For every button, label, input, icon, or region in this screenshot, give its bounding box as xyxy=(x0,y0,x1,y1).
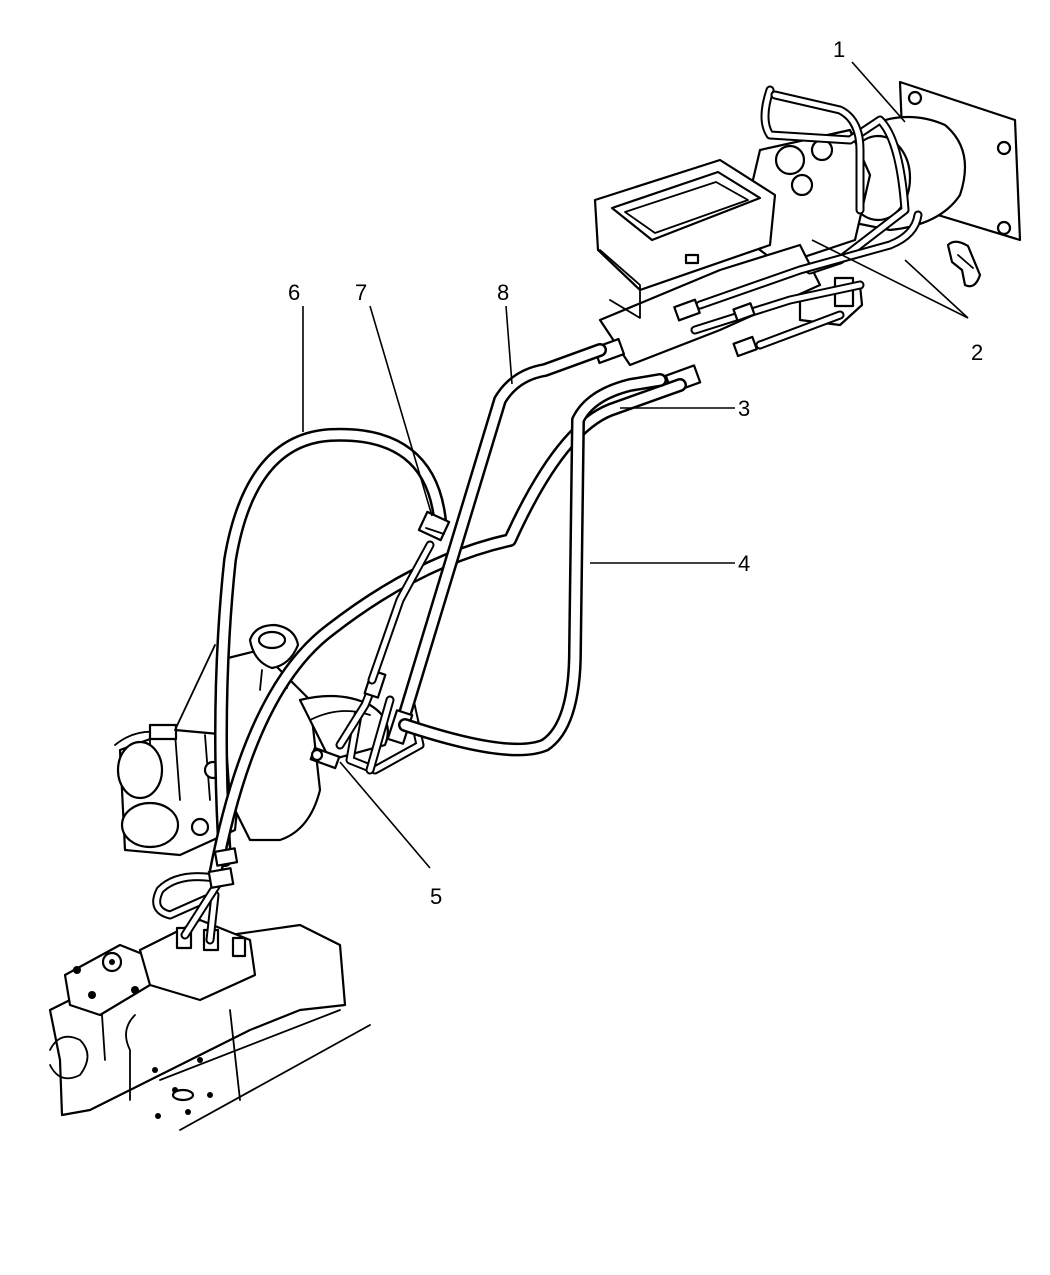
callout-5: 5 xyxy=(430,884,442,909)
callout-3: 3 xyxy=(738,396,750,421)
leader-lines xyxy=(302,61,969,869)
line-4 xyxy=(398,373,667,757)
callout-1: 1 xyxy=(833,37,845,62)
callout-4: 4 xyxy=(738,551,750,576)
gear-feed-lines xyxy=(152,847,239,945)
master-cylinder-brake-lines xyxy=(592,85,923,394)
callout-6: 6 xyxy=(288,280,300,305)
hose-clip xyxy=(946,240,982,288)
power-steering-pump xyxy=(114,623,389,857)
callout-8: 8 xyxy=(497,280,509,305)
hose-6 xyxy=(214,427,447,867)
callout-2: 2 xyxy=(971,340,983,365)
callout-labels: 1 2 3 4 5 6 7 8 xyxy=(288,37,983,909)
callout-7: 7 xyxy=(355,280,367,305)
hose-7 xyxy=(367,510,451,685)
frame-rail-and-steering-gear xyxy=(48,918,371,1131)
